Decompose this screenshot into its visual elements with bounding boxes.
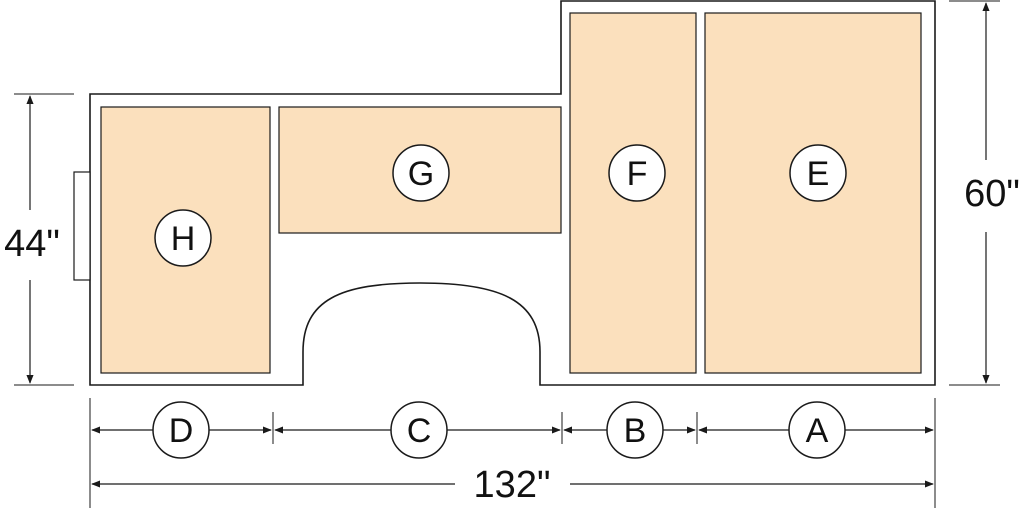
right-height-label: 60": [964, 173, 1020, 215]
segment-label-b: B: [606, 401, 664, 459]
svg-text:H: H: [171, 220, 196, 258]
panel-label-f: F: [608, 144, 666, 202]
svg-text:D: D: [169, 412, 194, 450]
segment-label-d: D: [152, 401, 210, 459]
left-edge-tab: [73, 171, 91, 281]
svg-text:F: F: [627, 155, 648, 193]
total-width-label: 132": [474, 464, 551, 506]
svg-text:B: B: [624, 412, 647, 450]
svg-text:C: C: [407, 412, 432, 450]
panel-label-h: H: [154, 209, 212, 267]
panel-label-e: E: [789, 144, 847, 202]
svg-text:G: G: [408, 155, 434, 193]
left-height-label: 44": [4, 223, 60, 265]
svg-text:E: E: [807, 155, 830, 193]
panel-label-g: G: [392, 144, 450, 202]
segment-label-c: C: [390, 401, 448, 459]
svg-text:A: A: [806, 412, 829, 450]
segment-label-a: A: [788, 401, 846, 459]
